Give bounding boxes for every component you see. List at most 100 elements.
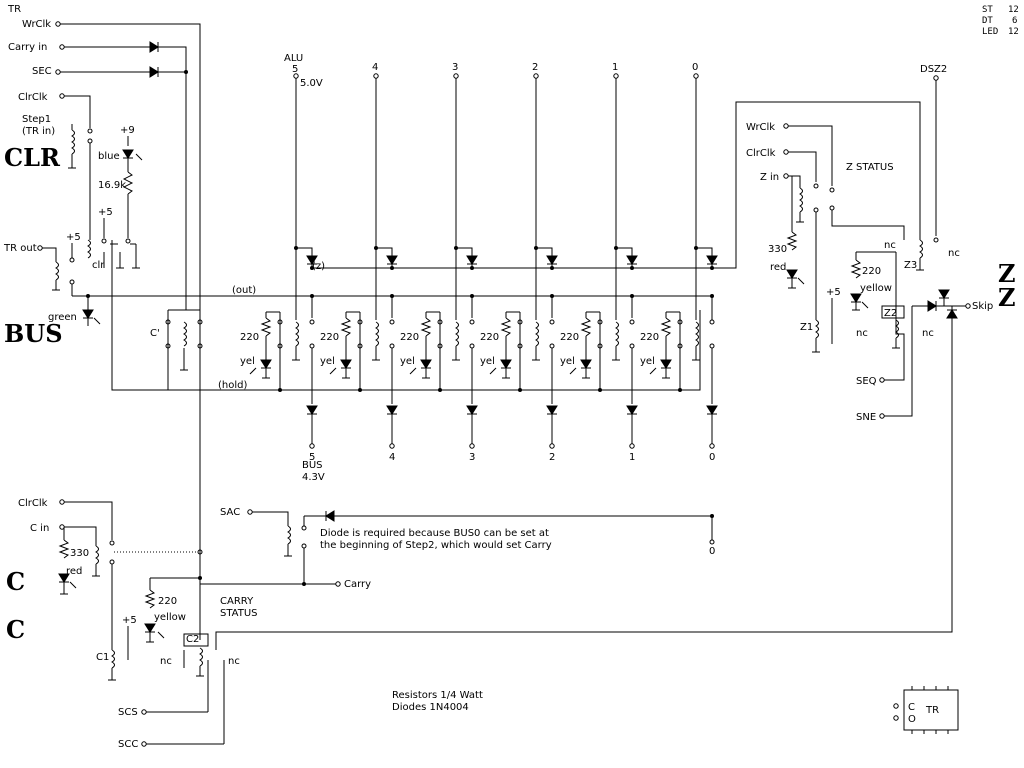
c2-relay-box [183,633,209,647]
z-diode-icon [546,255,558,265]
z1-nc-label: nc [856,328,868,339]
component-count-legend: ST 12 DT 6 LED 12 [982,5,1019,37]
bus-header: BUS [4,319,63,348]
res-220-z-label: 220 [862,266,881,277]
sac-diode-icon [325,510,335,522]
bus-diode-icon [626,405,638,415]
res-220-carry-icon [144,589,156,609]
seq-terminal[interactable] [879,377,885,383]
res-330-z-icon [786,231,798,251]
chip-c-label: C [908,702,915,713]
note-resistors: Resistors 1/4 Watt [392,690,483,701]
z-diode-icon [386,255,398,265]
c-in-label: C in [30,523,49,534]
alu-bit-label: 2 [532,62,538,73]
sec-diode-icon [149,66,159,78]
tr-out-label: TR out [3,243,37,254]
bus-bit-terminal[interactable] [309,443,315,449]
z2-relay-label: Z2 [884,308,897,319]
scs-terminal[interactable] [141,709,147,715]
alu-bit-terminal[interactable] [453,73,459,79]
skip-label: Skip [972,301,993,312]
z-wrclk-terminal[interactable] [783,123,789,129]
z-clrclk-terminal[interactable] [783,149,789,155]
sac-terminal[interactable] [247,509,253,515]
scc-label: SCC [118,739,138,750]
legend-st-label: ST [982,5,993,15]
z-header-2: Z [998,283,1016,312]
alu-bit-label: 1 [612,62,618,73]
alu-bit-terminal[interactable] [373,73,379,79]
carry-clrclk-label: ClrClk [18,498,48,509]
blue-led-icon [122,149,134,159]
alu-bit-terminal[interactable] [613,73,619,79]
chip-c-terminal[interactable] [893,703,899,709]
tr-out-terminal[interactable] [37,245,43,251]
plus5-carry-label: +5 [122,615,137,626]
wrclk-terminal[interactable] [55,21,61,27]
z3-nc-right-label: nc [948,248,960,259]
res-220-icon [260,317,272,337]
c-prime-relay-coil-icon [183,321,187,347]
alu-bit-terminal[interactable] [693,73,699,79]
tr-chip-symbol: C O TR [893,686,959,734]
legend-dt-value: 6 [1012,16,1017,26]
alu-bit-label: 3 [452,62,458,73]
bit-relay-coil-icon [375,321,379,347]
z2-relay-box [881,305,905,319]
z-diode-icon [706,255,718,265]
alu-bit-terminal[interactable] [533,73,539,79]
carry-clrclk-terminal[interactable] [59,499,65,505]
bus-bit-label: 2 [549,452,555,463]
z-diode-icon [626,255,638,265]
bus-voltage-label: 4.3V [302,472,325,483]
bus-bit-label: 3 [469,452,475,463]
carry-in-terminal[interactable] [59,44,65,50]
z3-relay-label: Z3 [904,260,917,271]
skip-terminal[interactable] [965,303,971,309]
carry-out-terminal[interactable] [335,581,341,587]
chip-o-terminal[interactable] [893,715,899,721]
legend-dt-label: DT [982,16,993,26]
z1-relay-coil-icon [815,319,819,339]
bus-bit-terminal[interactable] [549,443,555,449]
bus-bit-terminal[interactable] [389,443,395,449]
bus-bit-terminal[interactable] [469,443,475,449]
carry-status-label-1: CARRY [220,596,254,607]
bus0-bottom-label: 0 [709,546,715,557]
res-220-icon [420,317,432,337]
chip-o-label: O [908,714,916,725]
scc-terminal[interactable] [141,741,147,747]
z-diode-icon [306,255,318,265]
sne-label: SNE [856,412,876,423]
bus-bit-label: 0 [709,452,715,463]
sac-label: SAC [220,507,240,518]
z-header-1: Z [998,259,1016,288]
bus-bit-terminal[interactable] [709,443,715,449]
alu-label: ALU [284,53,303,64]
alu-bit-label: 5 [292,64,298,75]
yel-led-label: yel [640,356,655,367]
clrclk-terminal[interactable] [59,93,65,99]
bus-diode-icon [306,405,318,415]
z-in-terminal[interactable] [783,173,789,179]
dsz2-label: DSZ2 [920,64,947,75]
sne-terminal[interactable] [879,413,885,419]
dsz2-terminal[interactable] [933,75,939,81]
res-220-icon [660,317,672,337]
note-diodes: Diodes 1N4004 [392,702,469,713]
legend-st-value: 12 [1008,5,1019,15]
bit-relay-coil-icon [455,321,459,347]
clrclk-label: ClrClk [18,92,48,103]
sec-terminal[interactable] [55,69,61,75]
yellow-led-z-label: yellow [860,283,892,294]
c1-relay-label: C1 [96,652,109,663]
blue-led-label: blue [98,151,120,162]
z-wrclk-label: WrClk [746,122,775,133]
bus-bit-terminal[interactable] [629,443,635,449]
z-diode-icon [466,255,478,265]
